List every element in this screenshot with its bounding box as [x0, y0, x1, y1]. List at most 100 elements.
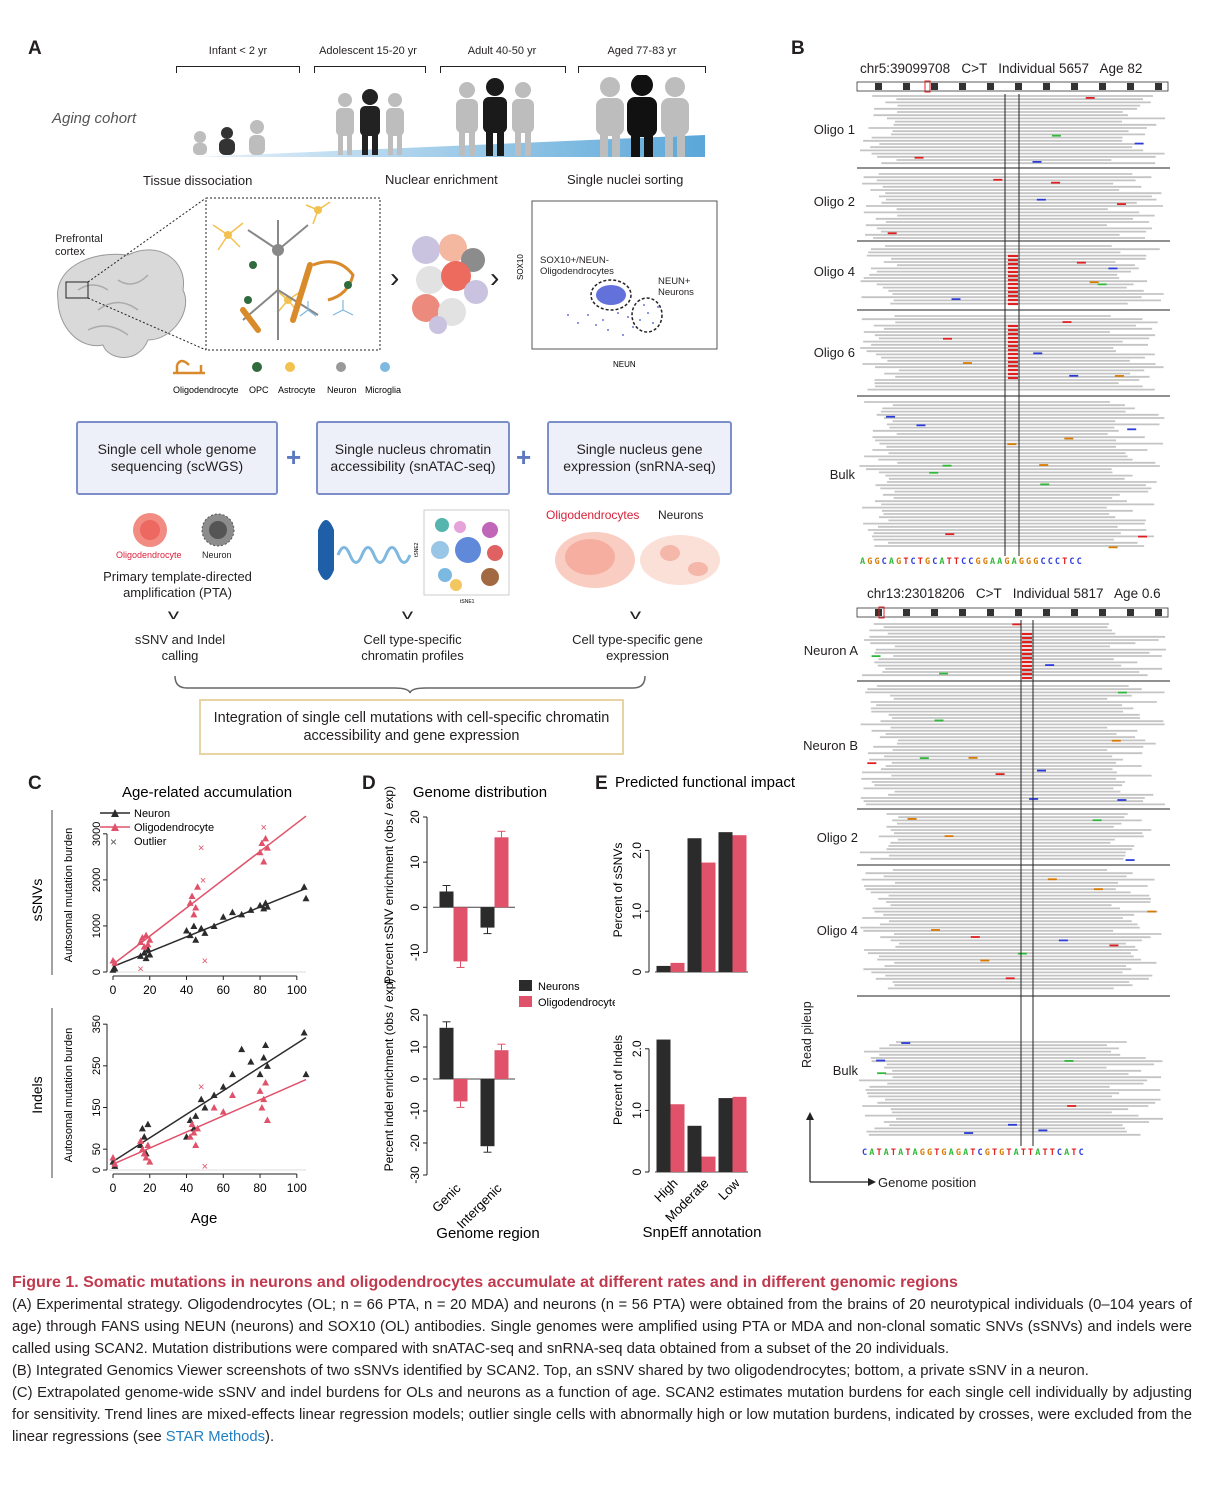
- ylabel-e-top: Percent of sSNVs: [611, 843, 625, 938]
- point-oligodendrocyte: [192, 904, 200, 911]
- rna-neuron-label: Neurons: [658, 508, 704, 522]
- point-neuron: [192, 1112, 200, 1119]
- x-tick-label: 60: [217, 983, 231, 997]
- bar-genic-neurons: [439, 891, 454, 908]
- outlier-point: ×: [198, 843, 204, 855]
- igv-axis-arrows: [806, 1112, 876, 1186]
- point-oligodendrocyte: [194, 1124, 202, 1132]
- trend-line-neuron: [112, 1036, 307, 1163]
- point-neuron: [197, 1095, 205, 1103]
- panel-c-title: Age-related accumulation: [122, 784, 292, 801]
- bar-low-oligodendrocytes: [732, 1096, 747, 1172]
- panel-d-letter: D: [362, 773, 376, 794]
- point-neuron: [219, 1083, 227, 1090]
- point-oligodendrocyte: [263, 1116, 271, 1123]
- y-tick-label: -30: [408, 1166, 422, 1184]
- point-neuron: [142, 954, 150, 962]
- y-tick-label: 20: [408, 1008, 422, 1022]
- caption-paragraph-c: (C) Extrapolated genome-wide sSNV and in…: [12, 1382, 1192, 1448]
- y-tick-label: 0: [408, 904, 422, 911]
- star-methods-link[interactable]: STAR Methods: [165, 1429, 266, 1445]
- track-label: Oligo 1: [813, 122, 855, 137]
- point-neuron: [138, 1124, 146, 1132]
- step-tissue-dissociation: Tissue dissociation: [143, 173, 253, 188]
- track-label: Neuron B: [803, 738, 858, 753]
- step-single-nuclei-sorting: Single nuclei sorting: [567, 172, 684, 187]
- point-oligodendrocyte: [111, 959, 119, 966]
- read-pileup-label: Read pileup: [800, 1001, 814, 1068]
- tsne2-label: tSNE2: [414, 542, 420, 557]
- bar-moderate-oligodendrocytes: [701, 862, 716, 972]
- point-neuron: [260, 904, 268, 912]
- ylabel-top: Autosomal mutation burden: [63, 828, 75, 963]
- point-oligodendrocyte: [140, 943, 148, 950]
- facs-plot: SOX10 NEUN: [516, 200, 718, 369]
- igv-top-sequence: AGGCAGTCTGCATTCCGGAAGAGGGCCCTCC: [860, 557, 1084, 567]
- x-tick-label: 80: [253, 983, 267, 997]
- y-tick-label: -10: [408, 943, 422, 961]
- pta-cells: [133, 513, 235, 547]
- legend-oligodendrocytes: Oligodendrocytes: [538, 997, 615, 1009]
- bar-intergenic-oligodendrocytes: [494, 837, 509, 908]
- atac-illustration: tSNE1 tSNE2: [318, 509, 510, 605]
- point-oligodendrocyte: [219, 1108, 227, 1115]
- outlier-point: ×: [200, 875, 206, 887]
- point-neuron: [210, 1091, 218, 1098]
- x-tick-label: 20: [143, 1181, 157, 1195]
- outlier-point: ×: [261, 822, 267, 834]
- point-neuron: [247, 906, 255, 913]
- point-oligodendrocyte: [137, 1137, 145, 1144]
- point-neuron: [256, 1070, 264, 1078]
- panel-d-legend: Neurons Oligodendrocytes: [519, 980, 615, 1009]
- track-label: Oligo 4: [816, 923, 858, 938]
- y-tick-label: 350: [91, 1015, 103, 1033]
- bar-genic-oligodendrocytes: [453, 1079, 468, 1102]
- plus-sign-1: +: [286, 442, 302, 472]
- panel-c-legend: Neuron Oligodendrocyte × Outlier: [100, 808, 214, 849]
- svg-text:×: ×: [110, 835, 117, 849]
- point-neuron: [228, 1070, 236, 1078]
- plus-sign-2: +: [516, 442, 532, 472]
- panel-e-letter: E: [595, 773, 608, 794]
- chevron-2: v: [401, 606, 414, 622]
- stage-aged: Aged 77-83 yr: [607, 45, 677, 57]
- caption-paragraph-c-text: (C) Extrapolated genome-wide sSNV and in…: [12, 1385, 1192, 1445]
- chevron-1: v: [167, 606, 180, 622]
- arrow-chevron-2: ›: [490, 262, 500, 293]
- point-oligodendrocyte: [144, 1141, 152, 1148]
- igv-top-header: chr5:39099708 C>T Individual 5657 Age 82: [860, 61, 1143, 76]
- y-tick-label: 10: [408, 855, 422, 869]
- point-oligodendrocyte: [186, 899, 194, 906]
- panel-e-chart: Predicted functional impact Percent of s…: [611, 774, 796, 1241]
- track-label: Oligo 6: [813, 345, 855, 360]
- track-label: Bulk: [829, 467, 855, 482]
- legend-neuron: Neuron: [134, 808, 170, 820]
- bar-moderate-oligodendrocytes: [701, 1156, 716, 1172]
- output-snv-indel: sSNV and Indel calling: [134, 632, 226, 663]
- point-oligodendrocyte: [194, 883, 202, 890]
- category-label: Intergenic: [454, 1180, 505, 1231]
- point-neuron: [256, 901, 264, 909]
- bar-genic-neurons: [439, 1027, 454, 1079]
- point-oligodendrocyte: [263, 844, 271, 851]
- bar-high-neurons: [656, 965, 671, 972]
- prefrontal-cortex-label: Prefrontal cortex: [55, 233, 103, 258]
- bar-high-oligodendrocytes: [670, 1104, 685, 1172]
- point-neuron: [300, 883, 308, 890]
- bar-moderate-neurons: [687, 1125, 702, 1172]
- arrow-chevron-1: ›: [390, 262, 400, 293]
- panel-c-letter: C: [28, 773, 42, 794]
- bar-high-neurons: [656, 1039, 671, 1172]
- figure-caption: Figure 1. Somatic mutations in neurons a…: [12, 1272, 1192, 1448]
- point-neuron: [192, 936, 200, 943]
- x-tick-label: 100: [287, 1181, 307, 1195]
- point-oligodendrocyte: [192, 1141, 200, 1148]
- point-oligodendrocyte: [188, 892, 196, 899]
- aging-cohort-label: Aging cohort: [52, 110, 137, 127]
- track-label: Bulk: [832, 1063, 858, 1078]
- row-label-indels: Indels: [29, 1076, 45, 1113]
- bar-low-neurons: [718, 832, 733, 972]
- point-neuron: [302, 894, 310, 902]
- stage-adolescent: Adolescent 15-20 yr: [319, 45, 417, 57]
- point-oligodendrocyte: [260, 1095, 268, 1103]
